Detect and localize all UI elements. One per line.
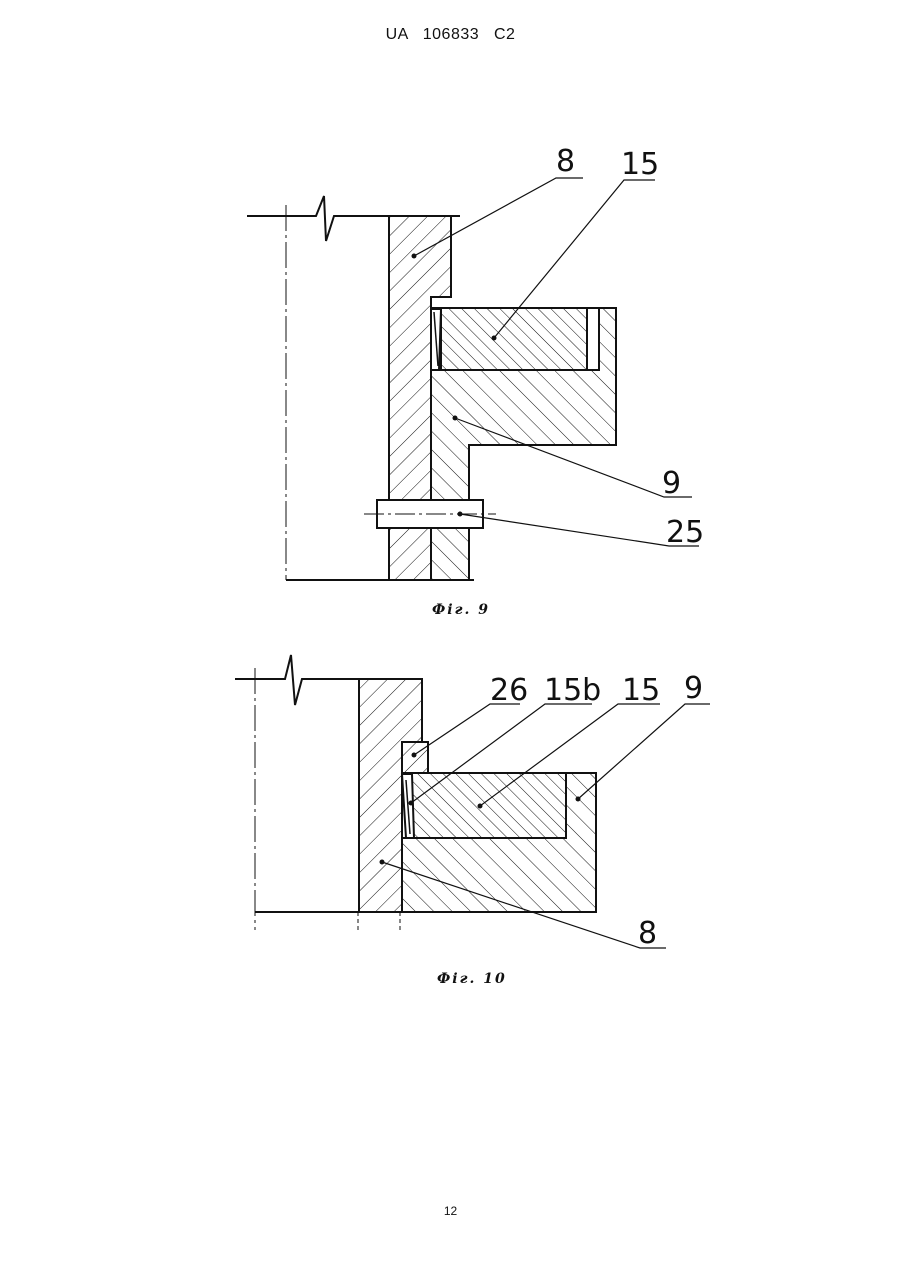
fig9-part-15 xyxy=(441,308,587,370)
fig9-label-25: 25 xyxy=(666,515,704,550)
fig10-part-15 xyxy=(412,773,566,838)
fig9-label-8: 8 xyxy=(556,144,575,179)
fig10-label-26: 26 xyxy=(490,673,528,708)
fig10-label-15: 15 xyxy=(622,673,660,708)
fig10-label-8: 8 xyxy=(638,916,657,951)
page-number: 12 xyxy=(0,1204,901,1218)
figure-9: 8 15 9 25 Фіг. 9 xyxy=(247,144,704,618)
fig9-label-9: 9 xyxy=(662,466,681,501)
fig9-label-15: 15 xyxy=(621,147,659,182)
fig10-caption: Фіг. 10 xyxy=(437,971,507,987)
fig10-label-15b: 15b xyxy=(544,673,601,708)
fig9-caption: Фіг. 9 xyxy=(432,602,490,618)
fig10-label-9: 9 xyxy=(684,671,703,706)
fig10-part-26 xyxy=(402,742,428,773)
figure-10: 26 15b 15 9 8 Фіг. 10 xyxy=(235,655,710,987)
